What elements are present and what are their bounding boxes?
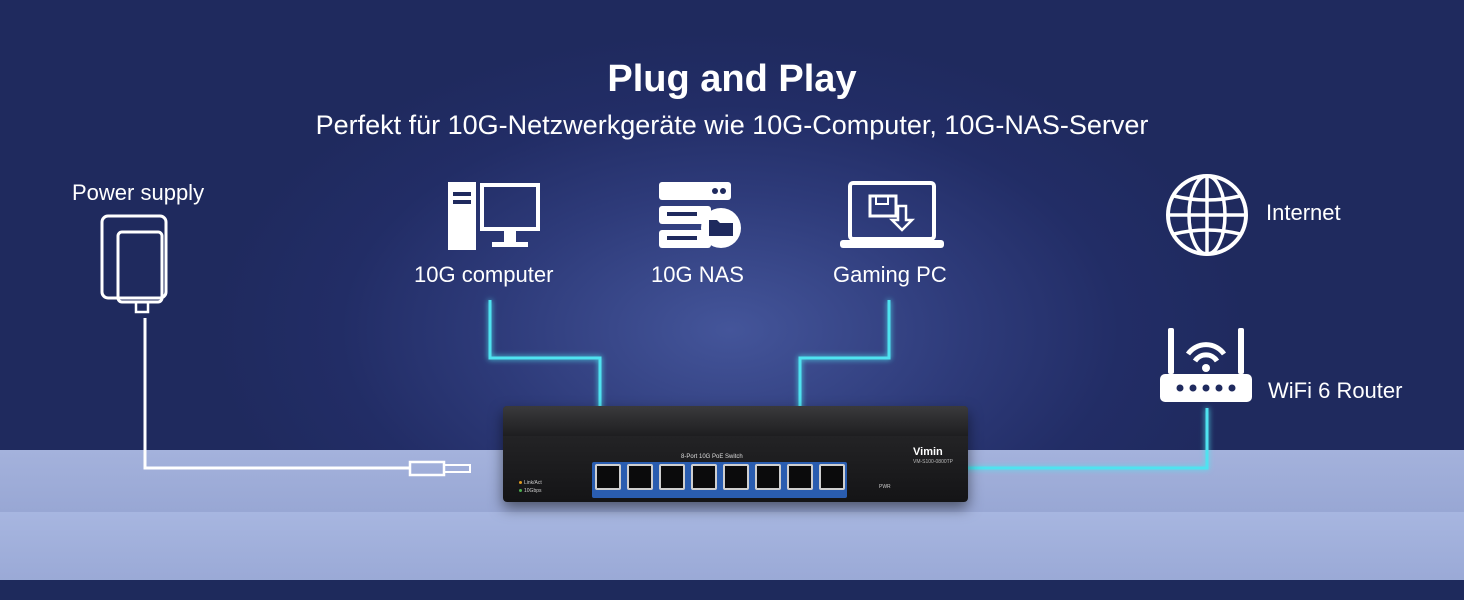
led-indicator-icon (519, 481, 522, 484)
power-supply-label: Power supply (72, 180, 205, 205)
switch-brand: Vimin (913, 446, 943, 458)
gaming-pc-label: Gaming PC (833, 262, 947, 287)
led-link-act: Link/Act (519, 480, 542, 486)
led-indicator-icon (519, 489, 522, 492)
led-speed-label: 10Gbps (524, 488, 542, 494)
switch-name: 8-Port 10G PoE Switch (681, 454, 743, 460)
globe-icon (1166, 174, 1248, 256)
power-cable (143, 318, 410, 470)
laptop-icon (840, 181, 944, 248)
shelf-edge (0, 580, 1464, 600)
switch-port-8[interactable] (819, 464, 845, 490)
led-10gbps: 10Gbps (519, 488, 542, 494)
page-subtitle: Perfekt für 10G-Netzwerkgeräte wie 10G-C… (315, 110, 1149, 140)
nas-label: 10G NAS (651, 262, 744, 287)
wifi-router-icon (1160, 328, 1252, 402)
desktop-computer-icon (448, 182, 540, 250)
switch-port-3[interactable] (659, 464, 685, 490)
switch-port-6[interactable] (755, 464, 781, 490)
switch-port-4[interactable] (691, 464, 717, 490)
computer-label: 10G computer (414, 262, 554, 287)
router-label: WiFi 6 Router (1268, 378, 1403, 403)
network-switch: 8-Port 10G PoE Switch Vimin VM-S100-0800… (503, 406, 968, 502)
switch-port-1[interactable] (595, 464, 621, 490)
led-link-label: Link/Act (524, 480, 542, 486)
power-plug (408, 460, 446, 477)
internet-label: Internet (1266, 200, 1341, 225)
shelf-front (0, 512, 1464, 582)
switch-model: VM-S100-0800TP (913, 459, 954, 465)
switch-port-2[interactable] (627, 464, 653, 490)
nas-server-icon (659, 182, 741, 248)
switch-top (503, 406, 968, 436)
switch-port-7[interactable] (787, 464, 813, 490)
page-title: Plug and Play (607, 58, 857, 100)
power-indicator-label: PWR (879, 484, 891, 490)
power-adapter-icon (100, 214, 168, 314)
switch-port-5[interactable] (723, 464, 749, 490)
